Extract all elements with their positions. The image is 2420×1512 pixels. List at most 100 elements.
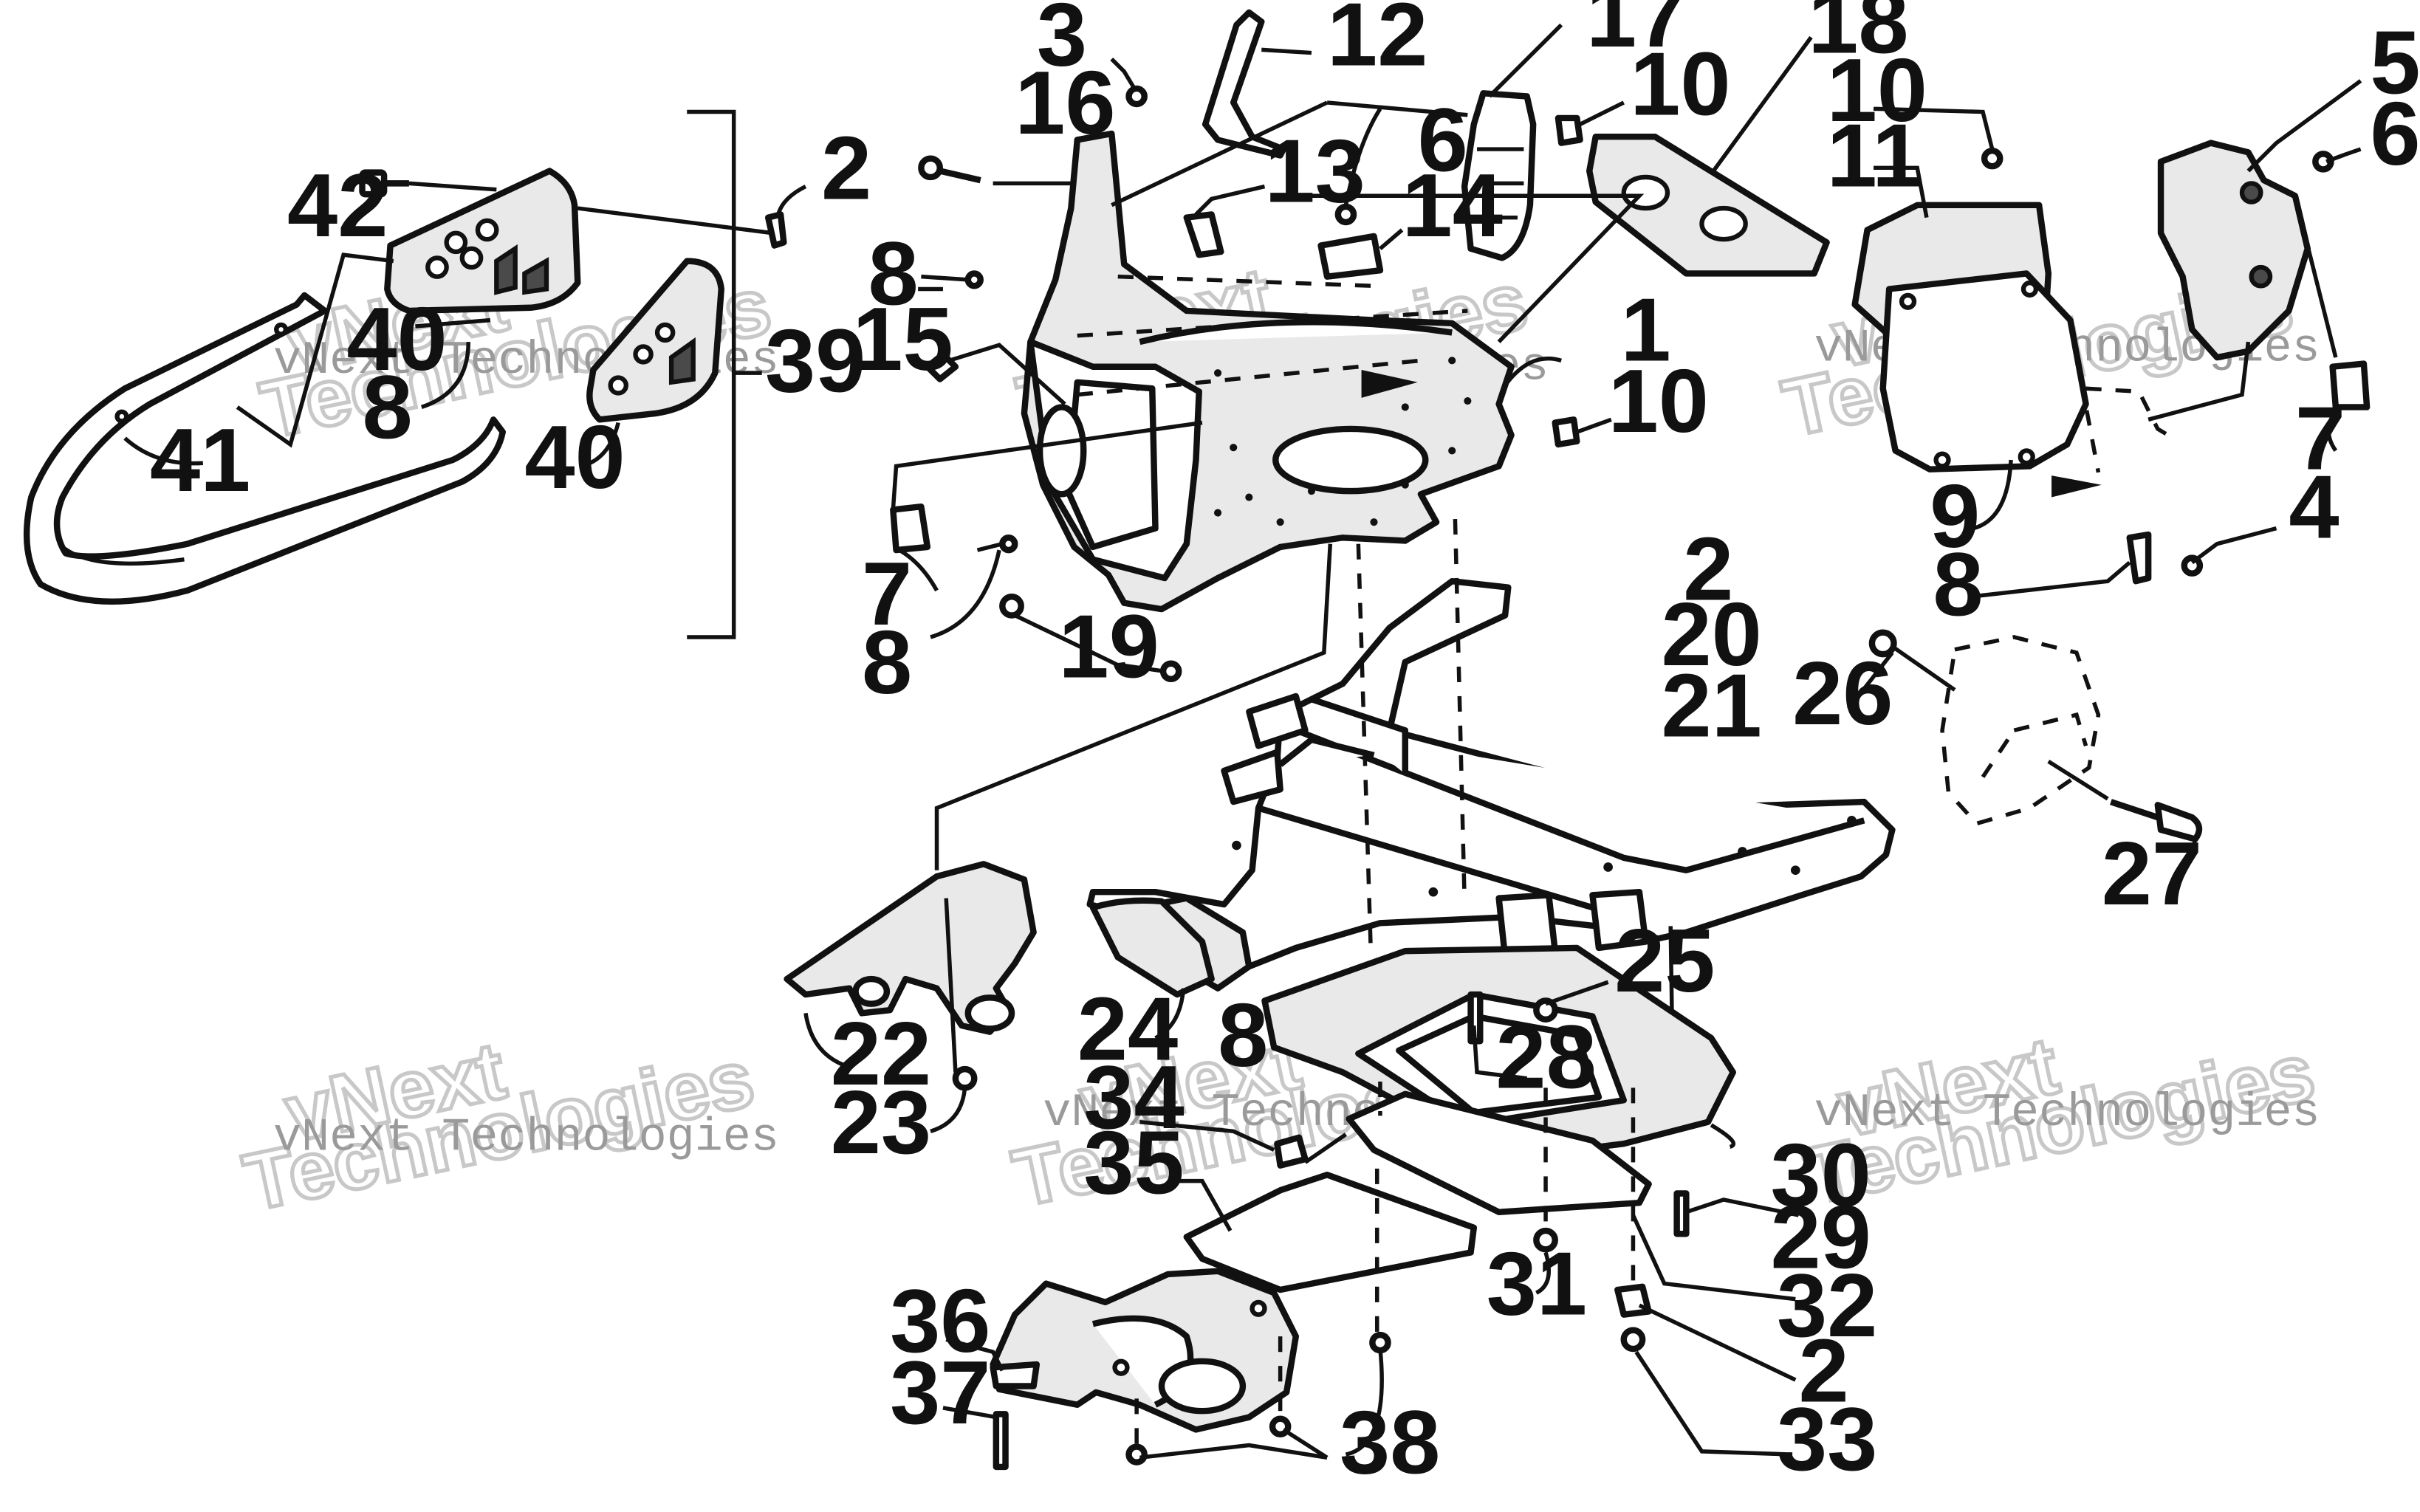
mount-22-group [784,543,1333,1133]
bolt-19 [999,594,1024,619]
callout-12: 12 [1327,0,1427,84]
callout-14: 14 [1402,154,1503,255]
callout-2-bottom: 2 [1799,1320,1849,1421]
callout-8-frame: 8 [1218,984,1268,1085]
nut-10-top [1555,114,1583,146]
direction-arrow-center [1361,369,1418,398]
callout-40-lower: 40 [524,406,625,507]
side-structure-group [1847,629,2203,882]
callout-9: 9 [1930,465,1980,566]
right-housing-group [1851,79,2371,599]
nut-23 [952,1065,978,1091]
callout-26: 26 [1792,642,1893,743]
callout-33: 33 [1777,1388,1877,1489]
skid-plate-35 [1183,1172,1478,1293]
skid-plate-32 [1346,1090,1652,1215]
pin-8-lower [976,542,1003,552]
callout-21: 21 [1662,655,1762,756]
windshield-12 [1202,9,1287,159]
callout-11: 11 [1827,105,1923,206]
callout-17: 17 [1586,0,1687,66]
watermark-caption-left-bottom: vNext Technologies [273,1112,779,1165]
callout-27: 27 [2102,822,2202,924]
callout-16: 16 [1015,52,1115,153]
lower-guard-group [942,1268,1384,1471]
side-structure-outline [1940,635,2101,826]
callout-24: 24 [1077,978,1178,1079]
nut-10-right [1552,416,1580,448]
pin-8-right [2126,531,2152,585]
callout-1: 1 [1621,279,1671,380]
callout-22: 22 [831,1003,931,1104]
callout-39: 39 [765,310,865,411]
callout-4: 4 [2289,456,2339,557]
callout-5: 5 [2370,12,2420,113]
strip-13 [1183,211,1224,258]
watermark-caption-right-bottom: vNext Technologies [1814,1087,2320,1140]
direction-arrow-right [2051,475,2102,498]
pin-29 [1673,1190,1690,1237]
callout-34: 34 [1083,1046,1184,1147]
callout-3: 3 [1037,0,1087,84]
bumper-41 [23,292,506,605]
frame-group [1086,518,1896,1129]
callout-labels: 1 2 2 2 3 4 5 6 6 7 7 8 8 8 8 8 9 10 10 … [150,0,2420,1492]
bracket-14 [1317,233,1384,280]
callout-32: 32 [1777,1254,1877,1355]
plate-18 [1586,134,1830,277]
callout-23: 23 [831,1071,931,1172]
cover-9 [1879,270,2089,472]
pad-7-right [2329,360,2371,410]
callout-6-center: 6 [1418,89,1468,190]
callout-37: 37 [890,1341,990,1443]
pin-15 [924,351,959,382]
clip-2-left [764,211,787,249]
nut-10-right-top [1981,147,2003,170]
callout-15: 15 [852,288,953,389]
pad-7-center [890,503,931,554]
callout-20: 20 [1662,583,1762,684]
callout-7-left: 7 [862,543,912,644]
callout-30: 30 [1770,1124,1871,1226]
callout-2-center: 2 [1683,518,1733,619]
callout-8-left: 8 [362,357,412,458]
front-panel-group [890,9,1830,683]
screw-3 [1125,85,1148,108]
skid-plates-group [1125,944,1800,1465]
callout-10-right: 10 [1827,39,1927,140]
callout-6-right: 6 [2370,83,2420,184]
panel-oval-opening [1272,425,1429,495]
watermark-left-bottom: vNext Technologies [235,1024,764,1231]
screw-38-right [1369,1331,1391,1354]
bolt-27 [2154,802,2203,842]
callout-28: 28 [1495,1006,1596,1107]
clip-2-bottom [1614,1283,1652,1318]
callout-8-upper: 8 [868,223,918,324]
callout-8-right: 8 [1933,534,1983,635]
screw-37 [993,1411,1009,1471]
latch-5 [2157,140,2311,361]
screw-6-center [1334,203,1357,226]
screw-38-left [1125,1443,1148,1465]
callout-2-left: 2 [821,117,871,219]
callout-7-right: 7 [2295,388,2345,489]
nut-25 [1533,997,1558,1023]
callout-18: 18 [1808,0,1908,72]
callout-25: 25 [1614,910,1715,1011]
nut-26 [1868,629,1897,658]
callout-40-upper: 40 [346,288,447,389]
callout-10-center: 10 [1608,350,1709,451]
callout-19: 19 [1058,596,1159,697]
callout-13: 13 [1264,120,1365,221]
pin-8-upper [921,274,968,282]
callout-8-lower: 8 [862,611,912,712]
callout-41: 41 [150,409,250,510]
screw-31 [1533,1227,1558,1253]
callout-31: 31 [1487,1233,1587,1334]
callout-10-top: 10 [1630,33,1730,134]
clip-34 [1274,1134,1309,1169]
callout-42: 42 [287,154,388,255]
callout-38: 38 [1340,1392,1440,1493]
callout-36: 36 [890,1270,990,1371]
